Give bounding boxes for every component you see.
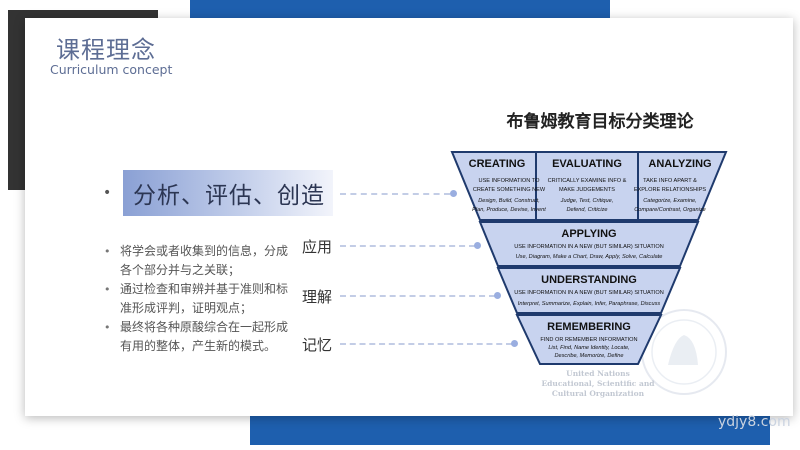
seal-text-2: Educational, Scientific and [541, 379, 655, 388]
tier-heading-applying: APPLYING [561, 228, 616, 240]
tier-heading-analyzing: ANALYZING [648, 158, 711, 170]
level-label-apply: 应用 [302, 238, 333, 256]
tier-line: FIND OR REMEMBER INFORMATION [540, 337, 637, 343]
tier-analyzing [637, 151, 728, 221]
description-item: 将学会或者收集到的信息，分成各个部分并与之关联； [104, 242, 294, 280]
tier-line: List, Find, Name Identity, Locate, [548, 345, 629, 351]
slide-subtitle: Curriculum concept [50, 62, 173, 77]
seal-text-1: United Nations [566, 369, 630, 378]
tier-line: Use, Diagram, Make a Chart, Draw, Apply,… [516, 254, 663, 260]
tier-line: MAKE JUDGEMENTS [559, 187, 615, 193]
connector-dot-understand [494, 292, 501, 299]
highlight-box: 分析、评估、创造 [123, 170, 333, 216]
level-label-remember: 记忆 [302, 336, 333, 354]
connector-line-understand [340, 295, 495, 297]
connector-line-apply [340, 245, 475, 247]
pyramid-title: 布鲁姆教育目标分类理论 [506, 112, 694, 132]
tier-understanding [496, 267, 682, 314]
connector-dot-apply [474, 242, 481, 249]
tier-heading-creating: CREATING [469, 158, 526, 170]
seal-text-3: Cultural Organization [552, 389, 645, 398]
connector-dot-remember [511, 340, 518, 347]
tier-line: CREATE SOMETHING NEW [473, 187, 546, 193]
connector-line-top [340, 193, 450, 195]
description-list: 将学会或者收集到的信息，分成各个部分并与之关联； 通过检查和审辨并基于准则和标准… [104, 242, 294, 356]
tier-applying [478, 221, 700, 267]
tier-line: CRITICALLY EXAMINE INFO & [548, 178, 627, 184]
tier-line: Describe, Memorize, Define [554, 353, 623, 359]
tier-line: Categorize, Examine, [643, 198, 696, 204]
tier-heading-evaluating: EVALUATING [552, 158, 622, 170]
level-label-understand: 理解 [302, 288, 333, 306]
tier-heading-understanding: UNDERSTANDING [541, 274, 637, 286]
tier-line: USE INFORMATION IN A NEW (BUT SIMILAR) S… [514, 290, 664, 296]
tier-line: TAKE INFO APART & [643, 178, 697, 184]
tier-line: Compare/Contrast, Organize [634, 207, 706, 213]
tier-line: Interpret, Summarize, Explain, Infer, Pa… [518, 301, 661, 307]
description-item: 最终将各种原酸综合在一起形成有用的整体，产生新的模式。 [104, 318, 294, 356]
tier-line: Judge, Test, Critique, [560, 198, 614, 204]
tier-line: Defend, Criticize [566, 207, 607, 213]
tier-line: Design, Build, Construct, [478, 198, 540, 204]
tier-line: Plan, Produce, Devise, Invent [472, 207, 546, 213]
tier-remembering [515, 314, 663, 365]
bullet-dot: • [103, 185, 112, 201]
connector-dot-top [450, 190, 457, 197]
tier-line: USE INFORMATION TO [479, 178, 541, 184]
connector-line-remember [340, 343, 512, 345]
site-watermark: ydjy8.com [718, 414, 791, 430]
tier-line: EXPLORE RELATIONSHIPS [634, 187, 707, 193]
description-item: 通过检查和审辨并基于准则和标准形成评判，证明观点； [104, 280, 294, 318]
tier-heading-remembering: REMEMBERING [547, 321, 631, 333]
tier-line: USE INFORMATION IN A NEW (BUT SIMILAR) S… [514, 244, 664, 250]
slide-title: 课程理念 [56, 36, 156, 64]
